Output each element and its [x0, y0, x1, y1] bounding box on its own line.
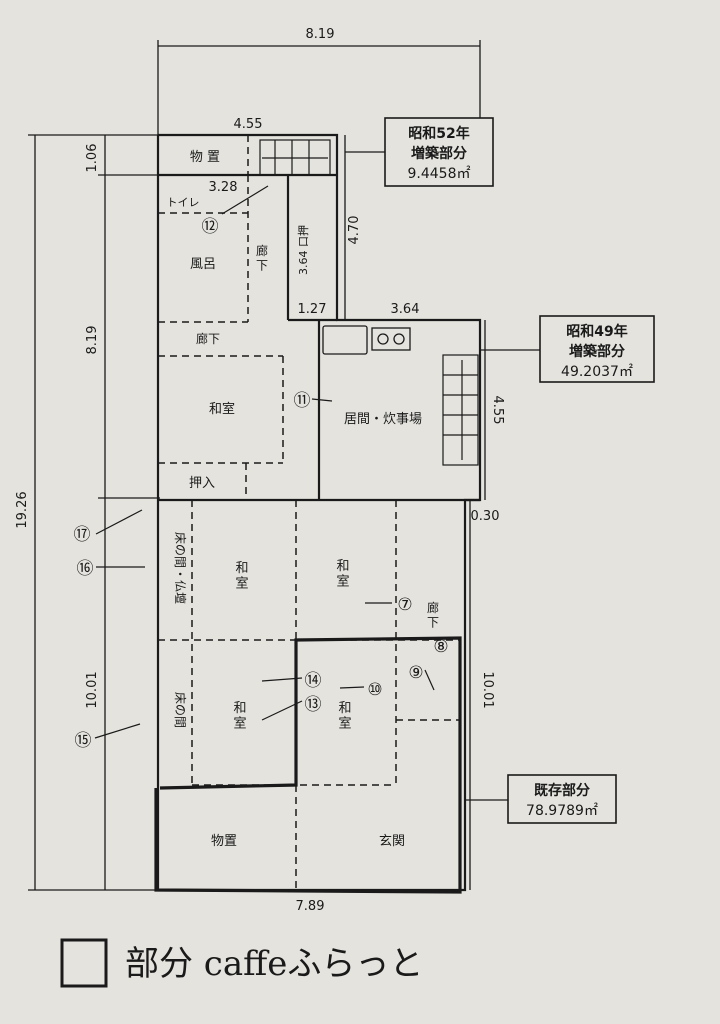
room-washitsu-b: 和室 — [336, 559, 349, 590]
legend-square-icon — [60, 938, 108, 988]
room-toilet: トイレ — [167, 196, 200, 209]
room-washitsu-upper: 和室 — [209, 401, 235, 417]
dim-top-width: 8.19 — [306, 27, 335, 42]
dim-1-27: 1.27 — [298, 302, 327, 317]
callout-s52-area: 9.4458㎡ — [408, 166, 471, 182]
dim-1-06: 1.06 — [85, 144, 100, 173]
dim-4-55-vertical: 4.55 — [490, 396, 505, 425]
callout-existing-title: 既存部分 — [534, 782, 590, 799]
room-washitsu-d: 和室 — [338, 701, 351, 732]
dim-3-64: 3.64 — [391, 302, 420, 317]
callout-s49-title: 昭和49年 — [566, 323, 627, 340]
marker-16: ⑯ — [77, 559, 94, 579]
dim-upper-width: 4.55 — [234, 117, 263, 132]
dim-4-70: 4.70 — [347, 216, 362, 245]
dim-total-height: 19.26 — [15, 491, 30, 528]
room-washitsu-a: 和室 — [235, 561, 248, 592]
room-living-kitchen: 居間・炊事場 — [344, 412, 422, 427]
dim-bottom-width: 7.89 — [296, 899, 325, 914]
room-storage-top: 物 置 — [190, 150, 220, 165]
marker-12: ⑫ — [202, 217, 219, 237]
dim-8-19-vertical: 8.19 — [85, 326, 100, 355]
room-tokonoma-butsudan: 床の間・仏壇 — [173, 532, 188, 604]
callout-s52-title: 昭和52年 — [408, 125, 469, 142]
marker-15: ⑮ — [75, 731, 92, 751]
room-bath: 風呂 — [190, 257, 216, 272]
room-closet: 3.64 口押 — [296, 225, 310, 275]
dim-0-30: 0.30 — [471, 509, 500, 524]
room-corridor-mid: 廊下 — [196, 331, 220, 346]
marker-17: ⑰ — [74, 525, 91, 545]
dim-10-01-right: 10.01 — [480, 671, 495, 708]
marker-8: ⑧ — [433, 637, 448, 657]
marker-11: ⑪ — [294, 391, 311, 411]
marker-10: ⑩ — [367, 680, 382, 700]
room-oshiire: 押入 — [189, 476, 215, 491]
marker-7: ⑦ — [397, 595, 412, 615]
marker-9: ⑨ — [408, 663, 423, 683]
room-entrance: 玄関 — [379, 834, 405, 849]
room-corridor-right: 廊下 — [427, 600, 439, 629]
room-corridor-vertical: 廊下 — [256, 243, 268, 272]
room-storage-bottom: 物置 — [211, 834, 237, 849]
room-tokonoma: 床の間 — [173, 692, 187, 728]
marker-13: ⑬ — [305, 695, 322, 715]
handwritten-note: 部分 caffeふらっと — [125, 944, 423, 984]
callout-s52-subtitle: 増築部分 — [411, 145, 467, 162]
room-washitsu-c: 和室 — [233, 701, 246, 732]
marker-14: ⑭ — [305, 671, 322, 691]
callout-s49-subtitle: 増築部分 — [569, 343, 625, 360]
callout-existing-area: 78.9789㎡ — [526, 803, 598, 819]
dim-10-01-left: 10.01 — [85, 671, 100, 708]
dim-3-28: 3.28 — [209, 180, 238, 195]
callout-s49-area: 49.2037㎡ — [561, 364, 633, 380]
